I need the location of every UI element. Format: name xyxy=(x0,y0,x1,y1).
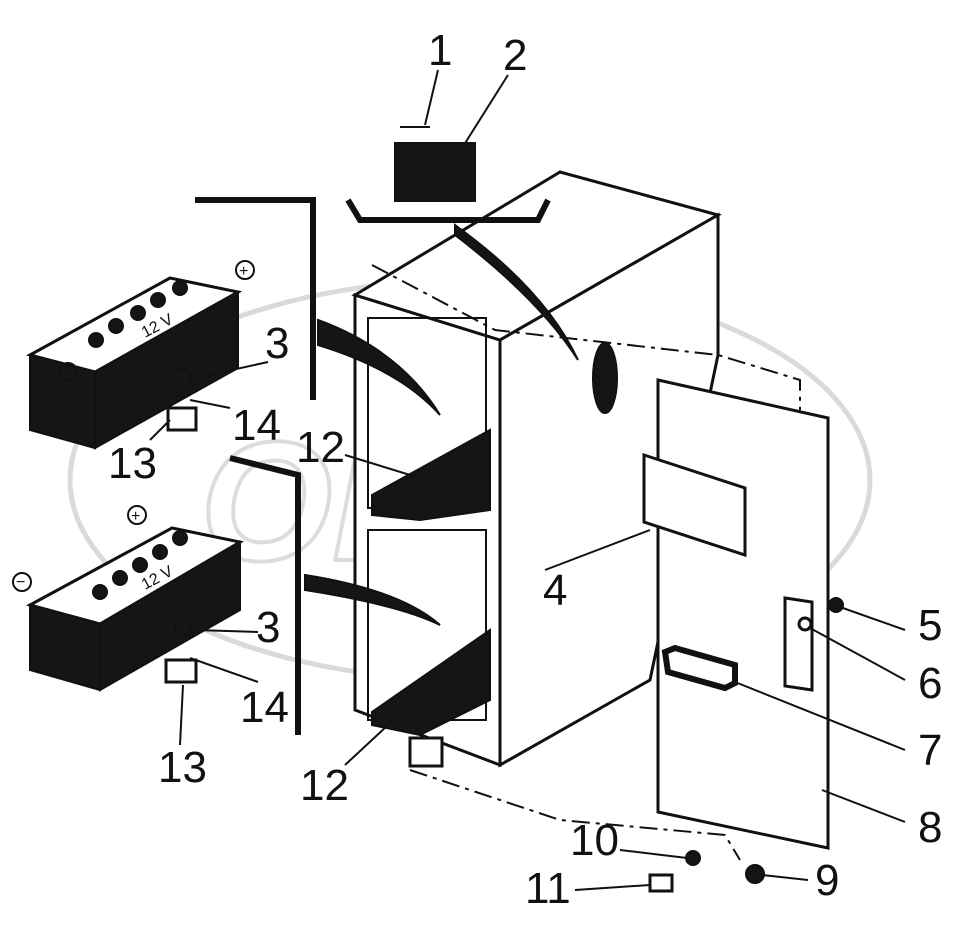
lower-battery-side xyxy=(99,540,241,692)
callout-8: 8 xyxy=(918,803,942,852)
upper-cell-cap-4 xyxy=(108,318,124,334)
leader-7 xyxy=(734,681,906,751)
upper-strap-band xyxy=(317,318,441,416)
leader-6 xyxy=(809,627,906,681)
upper-cell-cap-2 xyxy=(150,292,166,308)
callout-14-upper: 14 xyxy=(232,401,281,450)
battery-box xyxy=(351,170,722,768)
dash-bottom-line xyxy=(409,769,741,861)
leader-3a xyxy=(194,361,269,379)
leader-12b xyxy=(344,711,403,766)
leader-1 xyxy=(424,69,439,126)
lower-plus-symbol xyxy=(127,505,147,525)
callout-12-upper: 12 xyxy=(296,423,345,472)
callout-2: 2 xyxy=(503,31,527,80)
top-clip-bracket xyxy=(345,198,551,223)
cover-notch xyxy=(783,596,814,692)
knob-fastener xyxy=(592,342,618,414)
upper-cell-cap-5 xyxy=(88,332,104,348)
leader-4 xyxy=(544,529,651,571)
lower-cell-cap-5 xyxy=(92,584,108,600)
upper-plus-text: + xyxy=(239,263,248,280)
nut-part-9 xyxy=(745,864,765,884)
lower-strap-band xyxy=(304,573,441,626)
leader-8 xyxy=(821,789,906,823)
symbol-plate-part-2 xyxy=(394,142,476,202)
callout-numbers: 1 2 3 3 4 5 6 7 8 9 10 11 12 12 13 13 14… xyxy=(108,26,942,913)
cover-plate xyxy=(642,378,830,850)
bolt-part-11 xyxy=(648,873,674,893)
callout-3-upper: 3 xyxy=(265,319,289,368)
leader-2 xyxy=(461,74,509,149)
hardware xyxy=(164,126,844,893)
leader-10 xyxy=(619,849,688,859)
callout-13-upper: 13 xyxy=(108,439,157,488)
leader-11 xyxy=(574,884,651,891)
lower-cell-cap-2 xyxy=(152,544,168,560)
lower-cell-cap-4 xyxy=(112,570,128,586)
leader-3b xyxy=(195,629,259,633)
callout-3-lower: 3 xyxy=(256,603,280,652)
upper-cell-cap-3 xyxy=(130,305,146,321)
callout-1: 1 xyxy=(428,26,452,75)
upper-minus-text: − xyxy=(62,364,71,381)
upper-minus-symbol xyxy=(58,362,78,382)
callout-9: 9 xyxy=(815,856,839,905)
bolt-part-3-upper xyxy=(174,368,192,386)
upper-plus-symbol xyxy=(235,260,255,280)
leader-12a xyxy=(344,454,421,479)
info-label-plate xyxy=(642,452,747,558)
leader-9 xyxy=(761,874,809,881)
callout-14-lower: 14 xyxy=(240,683,289,732)
bottom-bracket xyxy=(408,736,444,768)
bolt-part-3-lower xyxy=(174,619,192,637)
lower-strap xyxy=(229,455,301,735)
leader-14a xyxy=(189,399,231,409)
callout-6: 6 xyxy=(918,659,942,708)
lower-tray-mat xyxy=(371,628,491,737)
lower-minus-symbol xyxy=(12,572,32,592)
callout-13-lower: 13 xyxy=(158,743,207,792)
upper-strap xyxy=(195,197,316,400)
callout-7: 7 xyxy=(918,726,942,775)
leader-13a xyxy=(149,419,171,441)
lower-cell-cap-3 xyxy=(132,557,148,573)
screw-part-5 xyxy=(828,597,844,613)
lower-plus-text: + xyxy=(131,508,140,525)
callout-4: 4 xyxy=(543,566,567,615)
clamp-part-13-upper xyxy=(166,406,198,432)
callout-10: 10 xyxy=(570,816,619,865)
callout-12-lower: 12 xyxy=(300,761,349,810)
callout-11: 11 xyxy=(525,864,571,913)
lower-minus-text: − xyxy=(16,574,25,591)
washer-part-10 xyxy=(685,850,701,866)
assembly-lines xyxy=(371,264,801,861)
leader-13b xyxy=(179,684,184,746)
hold-down-straps xyxy=(195,197,579,735)
lower-cell-cap-1 xyxy=(172,530,188,546)
top-strap-band xyxy=(454,223,579,361)
callout-5: 5 xyxy=(918,601,942,650)
clamp-part-13-lower xyxy=(164,658,198,684)
upper-battery: 12 V + − xyxy=(25,260,255,450)
lower-battery: 12 V + − xyxy=(12,505,245,692)
upper-cell-cap-1 xyxy=(172,280,188,296)
washer-part-6 xyxy=(797,616,813,632)
leader-14b xyxy=(189,657,259,683)
leader-5 xyxy=(839,606,906,631)
upper-tray-mat xyxy=(371,428,491,522)
leader-lines xyxy=(149,69,906,891)
dash-top-line xyxy=(371,264,801,410)
